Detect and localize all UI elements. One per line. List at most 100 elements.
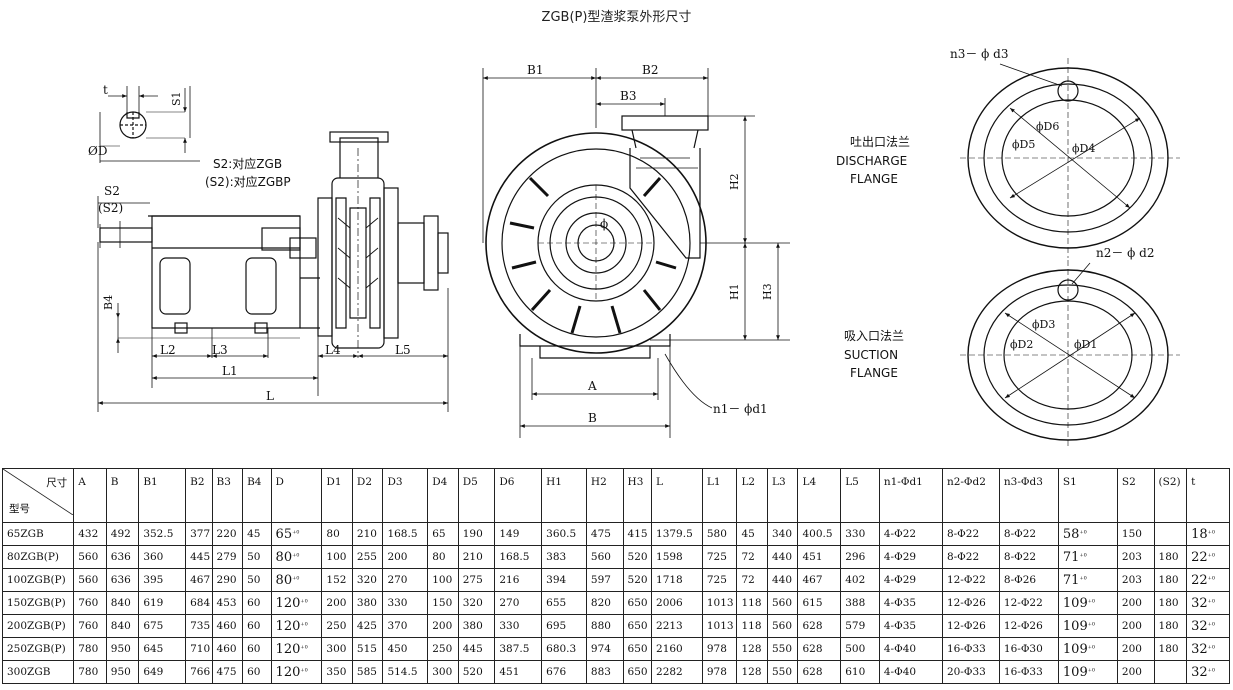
cell-d5: 190 [457, 522, 496, 546]
cell-l: 2282 [651, 660, 703, 684]
value-d: 120 [275, 641, 301, 657]
value-d: 80 [275, 572, 293, 588]
value-d: 80 [275, 549, 293, 565]
tolerance-mark: +0 [300, 598, 308, 604]
cell-h2: 475 [585, 522, 624, 546]
model-cell: 250ZGB(P) [1, 637, 75, 661]
value-t: 18 [1191, 526, 1208, 542]
dim-label-b1: B1 [527, 63, 543, 77]
tolerance-mark: +0 [1087, 667, 1096, 673]
value-s1: 109 [1062, 618, 1088, 634]
cell-b2: 684 [185, 591, 213, 615]
cell-l2: 45 [736, 522, 768, 546]
cell-n3: 8-Φ26 [998, 568, 1059, 592]
tolerance-mark: +0 [1079, 529, 1087, 535]
cell-l2: 118 [736, 591, 768, 615]
suction-flange-view [960, 260, 1180, 448]
cell-s1: 58+0 [1057, 522, 1118, 546]
cell-l4: 451 [797, 545, 842, 569]
cell-d3: 450 [382, 637, 429, 661]
cell-l2: 128 [736, 660, 768, 684]
dim-label-b4: B4 [102, 295, 115, 310]
cell-b: 492 [105, 522, 140, 546]
cell-h1: 695 [541, 614, 587, 638]
cell-s1: 71+0 [1057, 545, 1118, 569]
cell-l3: 340 [766, 522, 799, 546]
cell-b3: 279 [211, 545, 244, 569]
cell-b2: 445 [185, 545, 213, 569]
cell-d6: 451 [494, 660, 543, 684]
cell-n1: 4-Φ35 [878, 591, 943, 615]
cell-s2: 203 [1116, 545, 1155, 569]
dim-label-t: t [103, 83, 108, 97]
cell-n3: 8-Φ22 [998, 522, 1059, 546]
cell-b3: 460 [211, 614, 244, 638]
cell-n1: 4-Φ40 [878, 637, 943, 661]
cell-d: 120+0 [270, 591, 323, 615]
dim-label-l2: L2 [160, 343, 176, 357]
cell-d1: 300 [321, 637, 353, 661]
cell-d1: 100 [321, 545, 353, 569]
cell-n3: 8-Φ22 [998, 545, 1059, 569]
value-t: 32 [1191, 618, 1208, 634]
cell-b4: 50 [242, 568, 272, 592]
cell-l5: 388 [840, 591, 880, 615]
cell-t: 32+0 [1186, 614, 1230, 638]
column-header: B [105, 468, 140, 523]
dim-label-l1: L1 [222, 364, 238, 378]
cell-n2: 12-Φ22 [941, 568, 1000, 592]
column-header: A [73, 468, 107, 523]
column-header: L4 [797, 468, 842, 523]
side-view [97, 86, 449, 412]
cell-l4: 628 [797, 660, 842, 684]
cell-l2: 72 [736, 568, 768, 592]
cell-s2p: 180 [1153, 591, 1188, 615]
cell-b1: 645 [138, 637, 187, 661]
cell-d2: 210 [351, 522, 384, 546]
cell-d: 80+0 [270, 568, 323, 592]
cell-l4: 400.5 [797, 522, 842, 546]
tolerance-mark: +0 [1207, 598, 1215, 604]
column-header: n2-Φd2 [941, 468, 1000, 523]
cell-t: 32+0 [1186, 660, 1230, 684]
cell-l3: 440 [766, 568, 799, 592]
column-header: L1 [701, 468, 738, 523]
cell-s2: 150 [1116, 522, 1155, 546]
value-s1: 58 [1062, 526, 1080, 542]
cell-h2: 880 [585, 614, 624, 638]
cell-l: 1379.5 [651, 522, 703, 546]
cell-l1: 978 [701, 660, 738, 684]
cell-b1: 395 [138, 568, 187, 592]
cell-d6: 387.5 [494, 637, 543, 661]
cell-n2: 20-Φ33 [941, 660, 1000, 684]
dim-label-a: A [587, 379, 597, 393]
dim-label-s1: S1 [170, 91, 183, 106]
value-s1: 109 [1062, 664, 1088, 680]
tolerance-mark: +0 [1207, 644, 1215, 650]
dim-label-phi-d: ØD [88, 144, 107, 158]
cell-d3: 168.5 [382, 522, 429, 546]
column-header: H3 [622, 468, 653, 523]
cell-d4: 200 [427, 614, 459, 638]
value-t: 22 [1191, 572, 1208, 588]
cell-b3: 220 [211, 522, 244, 546]
dim-label-b3: B3 [620, 89, 636, 103]
column-header: B3 [211, 468, 244, 523]
tolerance-mark: +0 [1087, 598, 1096, 604]
dim-label-d2: ϕD2 [1010, 338, 1033, 351]
cell-b1: 352.5 [138, 522, 187, 546]
dim-label-d5: ϕD5 [1012, 138, 1035, 151]
cell-d: 65+0 [270, 522, 323, 546]
cell-b2: 467 [185, 568, 213, 592]
cell-l1: 978 [701, 637, 738, 661]
dim-label-l: L [266, 389, 274, 403]
cell-b2: 766 [185, 660, 213, 684]
tolerance-mark: +0 [292, 575, 300, 581]
dim-label-d6: ϕD6 [1036, 120, 1059, 133]
cell-n2: 8-Φ22 [941, 545, 1000, 569]
cell-d: 120+0 [270, 614, 323, 638]
cell-s2p: 180 [1153, 545, 1188, 569]
cell-l: 1598 [651, 545, 703, 569]
